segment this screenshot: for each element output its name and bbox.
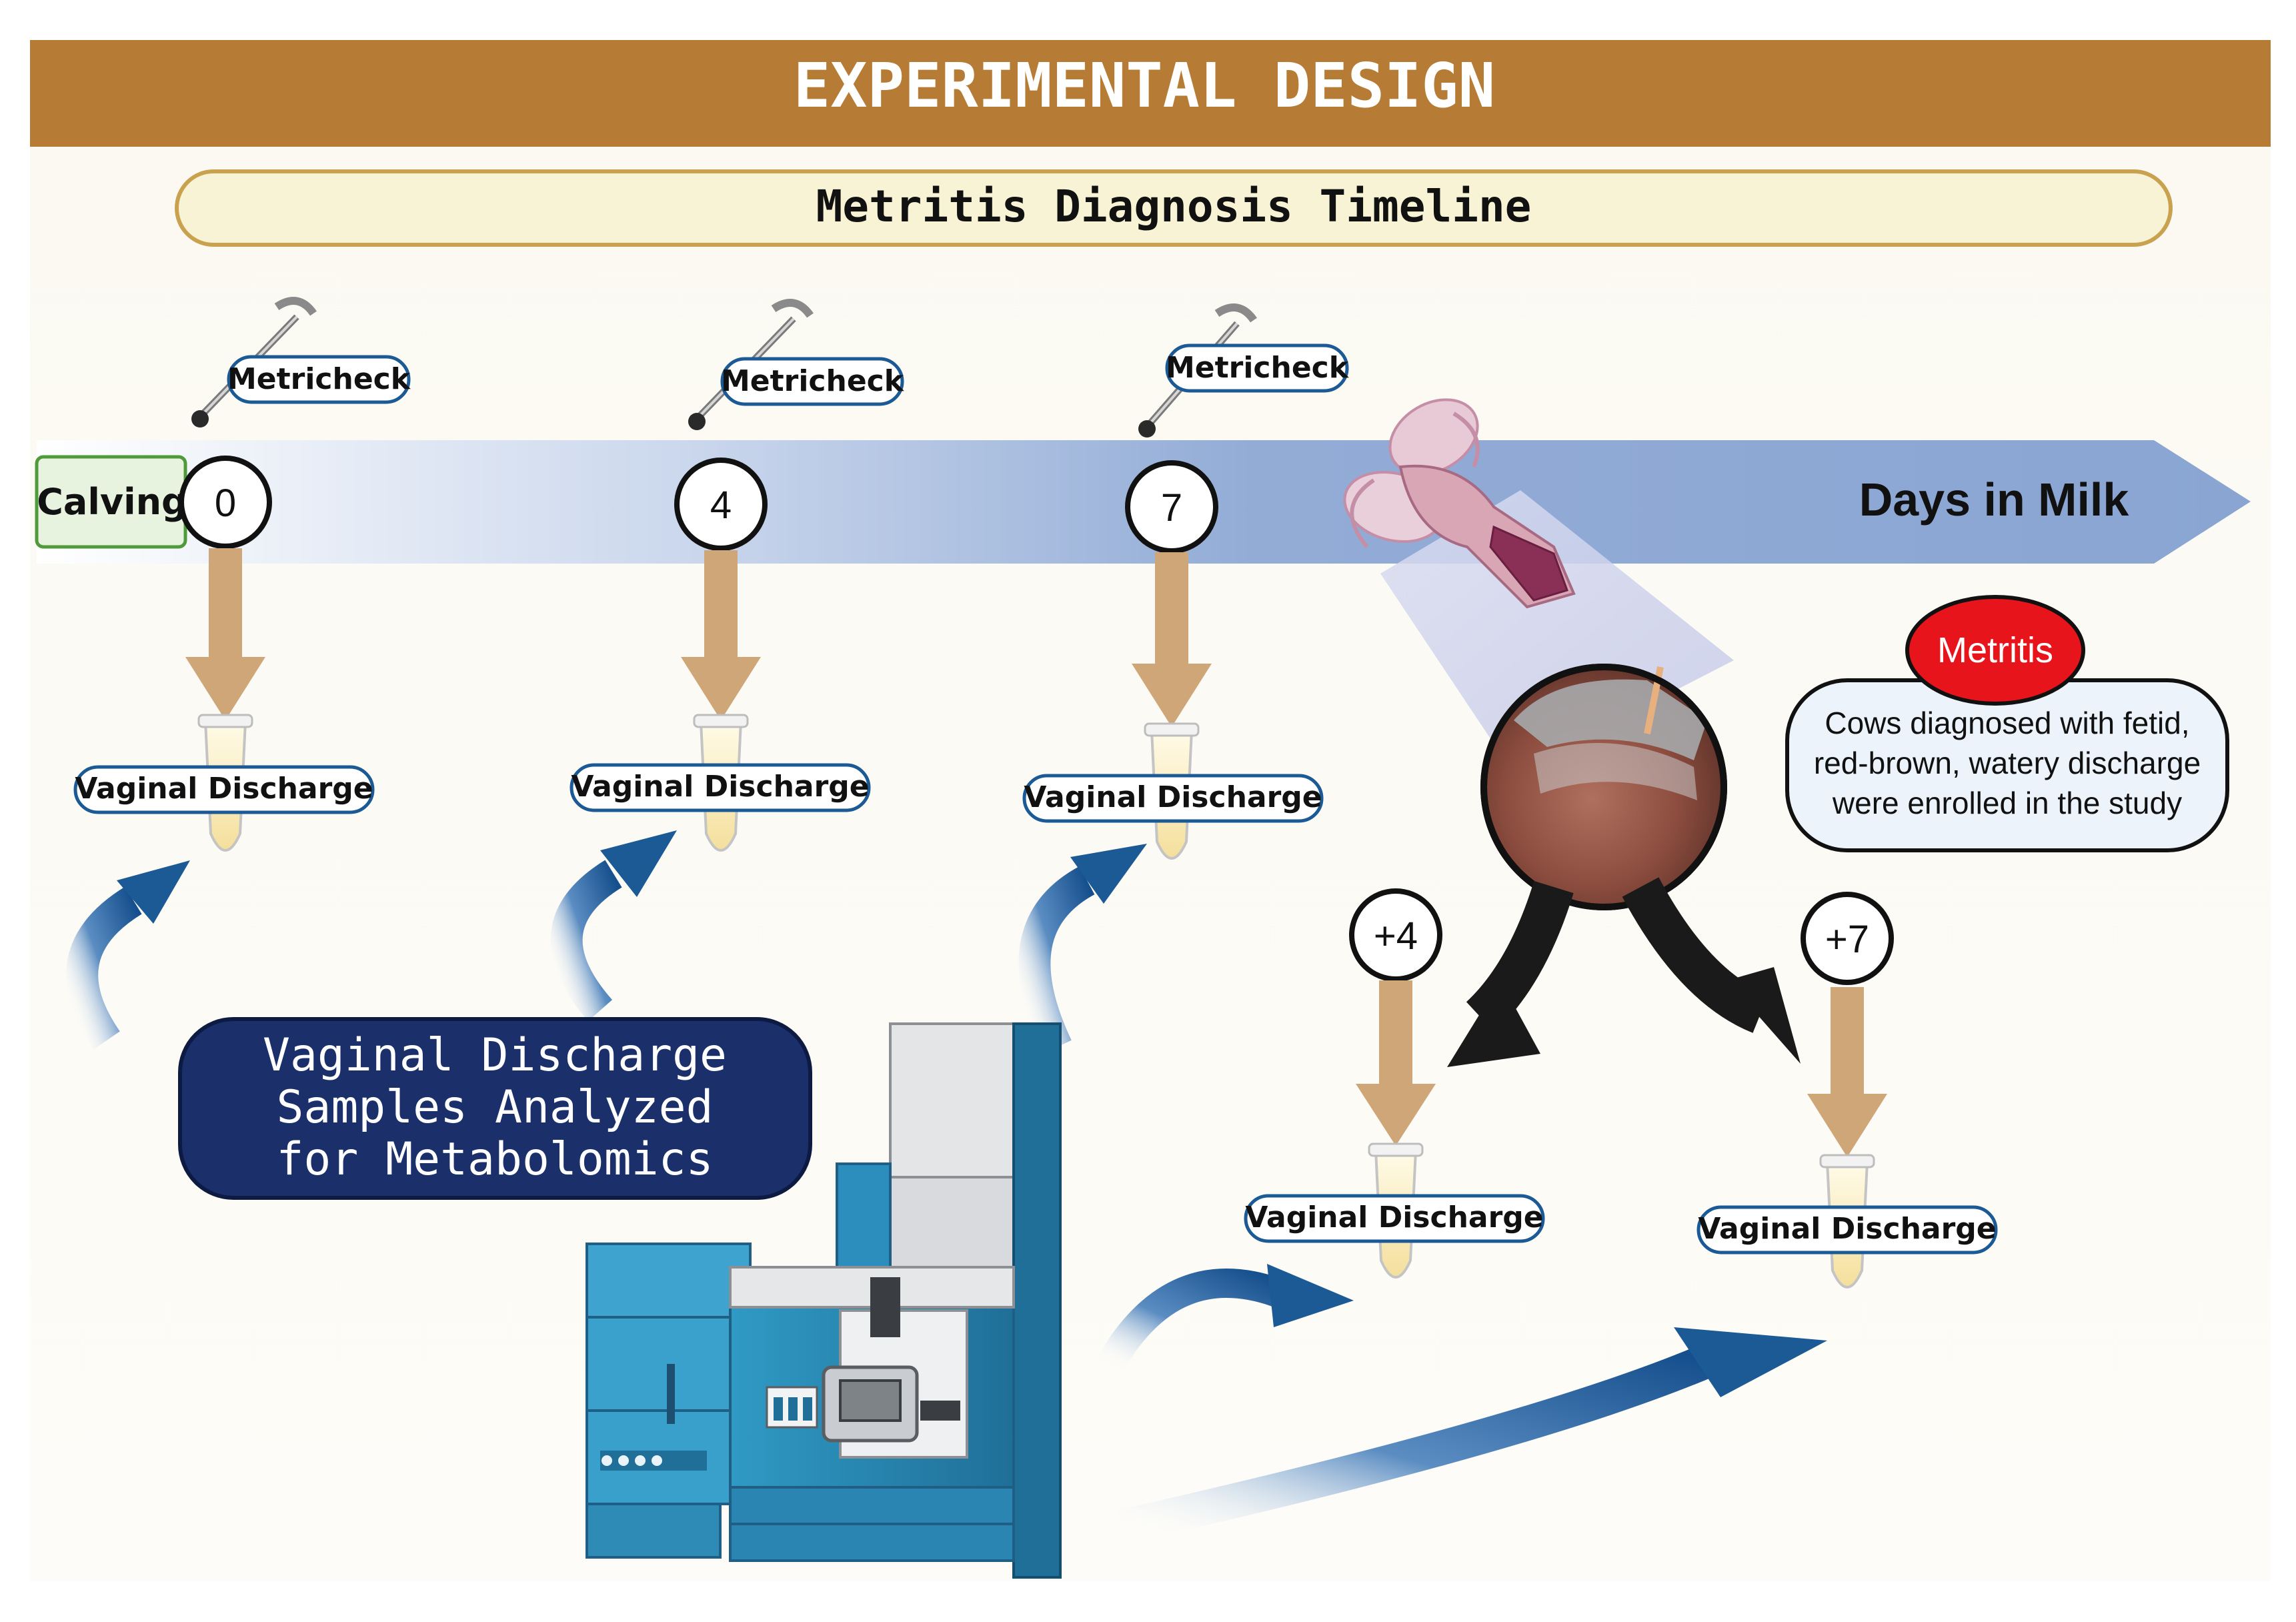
sample-label-box: [1022, 774, 1324, 823]
metritis-description-line-2: red-brown, watery discharge: [1814, 746, 2201, 780]
sample-label-box: [569, 763, 871, 812]
panel-background: [30, 133, 2271, 1581]
metricheck-label: Metricheck: [1166, 351, 1350, 385]
branch-arrow-right: [1622, 877, 1769, 1033]
sample-arrow: [1356, 980, 1436, 1146]
metricheck-label-box: [227, 355, 411, 404]
metritis-badge-label: Metritis: [1937, 630, 2053, 670]
analysis-box: [178, 1017, 812, 1200]
flow-arrows: [66, 830, 1827, 1545]
metricheck-label: Metricheck: [227, 362, 411, 396]
day-marker: [674, 458, 768, 551]
metricheck-label-box: [1165, 343, 1349, 393]
followup-day-number: +4: [1374, 914, 1418, 958]
day-0-group: Metricheck 0 Vaginal Discharge: [73, 297, 411, 852]
day-marker: [1125, 460, 1218, 554]
followup-plus4-group: +4 Vaginal Discharge: [1244, 888, 1545, 1279]
branch-arrow-right-head: [1727, 967, 1801, 1064]
day-4-group: Metricheck 4 Vaginal Discharge: [569, 299, 905, 852]
header-title: EXPERIMENTAL DESIGN: [794, 50, 1495, 121]
sample-label: Vaginal Discharge: [75, 772, 373, 806]
day-marker: [179, 456, 272, 549]
analysis-line-2: Samples Analyzed: [276, 1081, 713, 1134]
day-7-group: Metricheck 7 Vaginal Discharge: [1022, 303, 1350, 860]
sample-arrow: [1132, 552, 1212, 727]
sample-label: Vaginal Discharge: [1245, 1200, 1543, 1235]
metritis-description-line-3: were enrolled in the study: [1832, 786, 2182, 820]
metritis-badge: [1905, 595, 2085, 706]
followup-day-number: +7: [1825, 918, 1869, 961]
day-number: 0: [215, 482, 236, 525]
sample-label-box: [1696, 1205, 1998, 1255]
sample-arrow: [185, 548, 265, 720]
sample-label-box: [73, 765, 375, 814]
sample-label: Vaginal Discharge: [1698, 1212, 1996, 1246]
followup-plus7-group: +7 Vaginal Discharge: [1696, 892, 1998, 1289]
followup-day-marker: [1801, 892, 1894, 985]
sample-arrow: [681, 550, 761, 720]
analysis-line-1: Vaginal Discharge: [263, 1029, 727, 1082]
subheader-pill: [175, 169, 2173, 247]
sample-label: Vaginal Discharge: [571, 770, 869, 804]
analysis-line-3: for Metabolomics: [276, 1133, 713, 1186]
sample-label-box: [1244, 1194, 1545, 1243]
day-number: 7: [1161, 486, 1182, 530]
metricheck-label: Metricheck: [721, 364, 905, 398]
branch-arrow-left-head: [1447, 980, 1540, 1067]
sample-label: Vaginal Discharge: [1024, 780, 1322, 814]
metritis-callout: Cows diagnosed with fetid, red-brown, wa…: [1785, 595, 2229, 852]
header-bar: [30, 40, 2271, 147]
metritis-description-line-1: Cows diagnosed with fetid,: [1825, 706, 2189, 740]
day-number: 4: [710, 484, 732, 527]
calving-label: Calving: [37, 481, 187, 523]
metricheck-label-box: [720, 357, 904, 406]
sample-arrow: [1807, 987, 1887, 1157]
uterus-icon: [1343, 398, 1576, 609]
discharge-photo: [1480, 664, 1727, 910]
mass-spectrometer-icon: [586, 1022, 1062, 1579]
followup-day-marker: [1349, 888, 1442, 982]
subheader-title: Metritis Diagnosis Timeline: [816, 181, 1532, 232]
axis-label: Days in Milk: [1859, 474, 2129, 526]
